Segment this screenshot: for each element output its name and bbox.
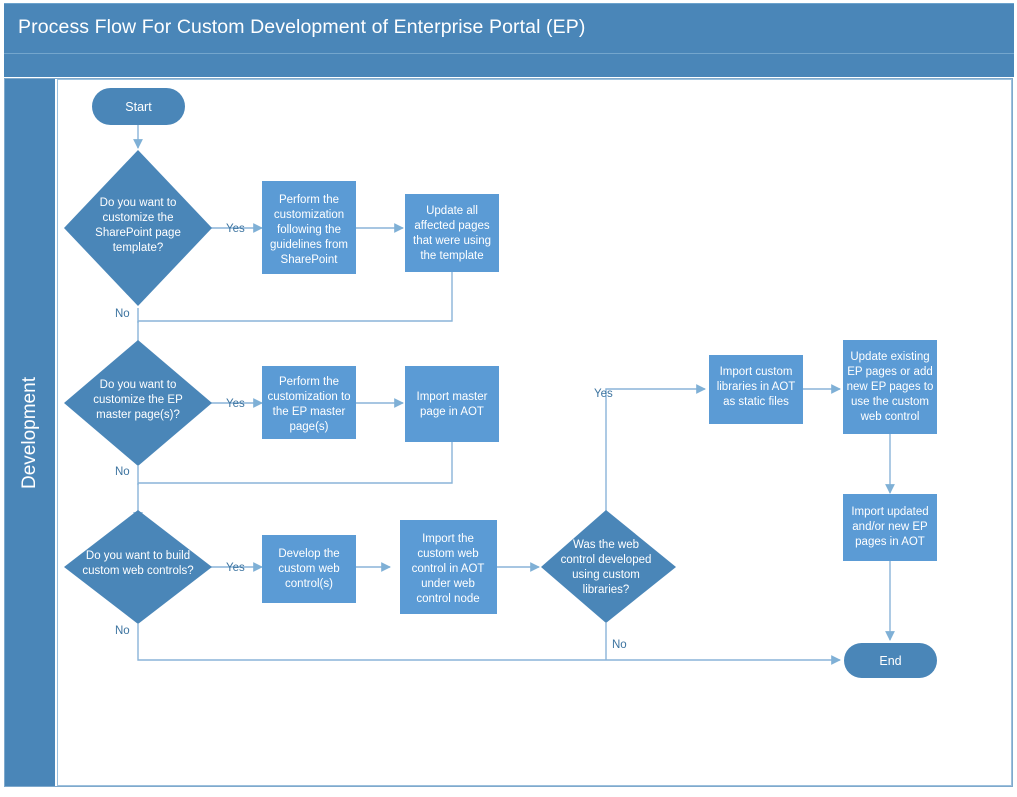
node-p7-line1: Import custom [720,366,793,378]
node-d2-line2: customize the EP [93,394,183,406]
node-import-custom-web-control-aot[interactable]: Import the custom web control in AOT und… [400,520,497,614]
node-d4-line3: using custom [572,569,640,581]
node-p2-line3: that were using [413,235,491,247]
node-start[interactable]: Start [92,88,185,125]
edge-label-no-1: No [115,308,130,320]
edge-label-yes-4: Yes [594,388,613,400]
node-p8-line2: EP pages or add [847,366,932,378]
node-d3-line2: custom web controls? [82,565,193,577]
node-p6-line3: control in AOT [412,563,485,575]
node-d1-line3: SharePoint page [95,227,181,239]
node-p3-line4: page(s) [290,421,329,433]
edge-labels: Yes No Yes No Yes No Yes No [115,223,627,651]
node-develop-custom-web-control[interactable]: Develop the custom web control(s) [262,535,356,603]
edge-d4-yes-to-p7 [605,384,706,512]
node-end[interactable]: End [844,643,937,678]
node-p9-line3: pages in AOT [855,536,925,548]
node-d1-line4: template? [113,242,164,254]
page-title: Process Flow For Custom Development of E… [18,16,586,38]
node-d1-line1: Do you want to [100,197,177,209]
node-p1-line4: guidelines from [270,239,348,251]
node-p8-line4: use the custom [851,396,929,408]
node-p2-line2: affected pages [414,220,489,232]
node-d2-line1: Do you want to [100,379,177,391]
node-p2-line4: the template [420,250,483,262]
edge-label-no-4: No [612,639,627,651]
node-d4-line1: Was the web [573,539,639,551]
node-p8-line3: new EP pages to [847,381,934,393]
node-update-existing-ep-pages[interactable]: Update existing EP pages or add new EP p… [843,340,937,434]
edge-d3-no-to-end [137,624,841,665]
swimlane-header-development: Development [5,79,55,786]
node-p1-line3: following the [277,224,341,236]
node-d4-line2: control developed [561,554,652,566]
node-p1-line5: SharePoint [281,254,339,266]
title-banner: Process Flow For Custom Development of E… [4,3,1014,53]
node-p6-line1: Import the [422,533,474,545]
node-p7-line3: as static files [723,396,789,408]
node-p5-line3: control(s) [285,578,333,590]
node-import-custom-libraries-aot[interactable]: Import custom libraries in AOT as static… [709,355,803,424]
node-p2-line1: Update all [426,205,478,217]
node-p4-line1: Import master [417,391,488,403]
subtitle-banner [4,53,1014,77]
node-p6-line5: control node [416,593,479,605]
node-p8-line1: Update existing [850,351,929,363]
node-p6-line4: under web [421,578,475,590]
node-perform-customization-ep-master[interactable]: Perform the customization to the EP mast… [262,366,356,439]
node-p8-line5: web control [860,411,920,423]
edge-label-yes-3: Yes [226,562,245,574]
node-d2-line3: master page(s)? [96,409,180,421]
node-import-master-page-aot[interactable]: Import master page in AOT [405,366,499,442]
node-p6-line2: custom web [417,548,478,560]
node-update-affected-pages[interactable]: Update all affected pages that were usin… [405,194,499,272]
node-p3-line1: Perform the [279,376,339,388]
node-p1-line1: Perform the [279,194,339,206]
edge-label-yes-1: Yes [226,223,245,235]
edge-p2-to-d2-join [138,272,453,322]
node-p4-line2: page in AOT [420,406,484,418]
node-d4-line4: libraries? [583,584,630,596]
node-end-label: End [879,654,901,668]
node-decision-web-control-custom-libraries[interactable]: Was the web control developed using cust… [541,510,676,623]
node-decision-build-custom-web-controls[interactable]: Do you want to build custom web controls… [64,510,212,624]
node-d1-line2: customize the [103,212,174,224]
node-p5-line2: custom web [278,563,339,575]
node-p5-line1: Develop the [278,548,339,560]
node-p9-line1: Import updated [851,506,928,518]
edge-p4-to-d3-join [138,442,453,484]
node-import-updated-ep-pages-aot[interactable]: Import updated and/or new EP pages in AO… [843,494,937,561]
node-decision-customize-ep-master-page[interactable]: Do you want to customize the EP master p… [64,340,212,466]
node-p7-line2: libraries in AOT [717,381,796,393]
edge-label-yes-2: Yes [226,398,245,410]
node-p3-line3: the EP master [273,406,346,418]
node-start-label: Start [125,100,152,114]
edge-label-no-3: No [115,625,130,637]
node-p9-line2: and/or new EP [852,521,928,533]
edge-label-no-2: No [115,466,130,478]
node-p1-line2: customization [274,209,344,221]
node-d3-line1: Do you want to build [86,550,190,562]
node-decision-customize-sharepoint-template[interactable]: Do you want to customize the SharePoint … [64,150,212,306]
node-perform-customization-sharepoint[interactable]: Perform the customization following the … [262,181,356,274]
node-p3-line2: customization to [267,391,350,403]
